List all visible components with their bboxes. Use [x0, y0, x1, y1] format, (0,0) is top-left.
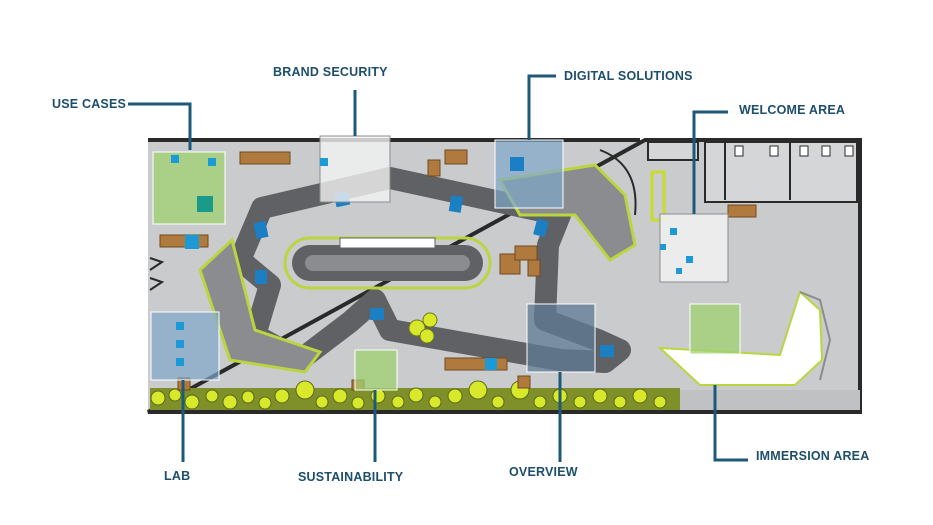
planter-base	[680, 390, 860, 410]
leader-digital-solutions	[527, 74, 556, 140]
use-cases-label: USE CASES	[52, 97, 127, 111]
leader-immersion-area	[713, 385, 748, 462]
right-ramp-curve	[599, 149, 637, 216]
lab-zone	[150, 311, 220, 381]
digital-solutions-zone	[494, 139, 564, 209]
welcome-area-zone	[659, 213, 729, 283]
planter-plants	[150, 380, 667, 410]
overview-label: OVERVIEW	[509, 465, 578, 479]
brand-security-zone	[319, 135, 391, 203]
digital-solutions-label: DIGITAL SOLUTIONS	[564, 69, 693, 83]
yellow-counter	[650, 170, 666, 222]
sustainability-zone	[354, 349, 398, 391]
lab-label: LAB	[164, 469, 191, 483]
service-room	[647, 141, 699, 161]
display-screens	[171, 155, 693, 370]
restroom-block	[704, 141, 858, 203]
immersion-wall	[799, 291, 832, 381]
central-table-inner	[305, 255, 470, 271]
leader-lines	[128, 74, 748, 462]
round-seats	[408, 312, 438, 344]
central-table-top	[339, 237, 436, 249]
immersion-area-zone	[689, 303, 741, 355]
leader-welcome-area	[692, 110, 728, 214]
digital-solutions-accent	[510, 157, 524, 171]
left-ramp	[198, 237, 323, 374]
immersion-area-label: IMMERSION AREA	[756, 449, 870, 463]
sustainability-label: SUSTAINABILITY	[298, 470, 404, 484]
welcome-area-label: WELCOME AREA	[739, 103, 846, 117]
use-cases-accent	[197, 196, 213, 212]
leader-use-cases	[128, 102, 192, 150]
brand-security-label: BRAND SECURITY	[273, 65, 388, 79]
entrance-door	[149, 257, 165, 291]
toilet-fixtures	[734, 145, 854, 157]
overview-zone	[526, 303, 596, 373]
